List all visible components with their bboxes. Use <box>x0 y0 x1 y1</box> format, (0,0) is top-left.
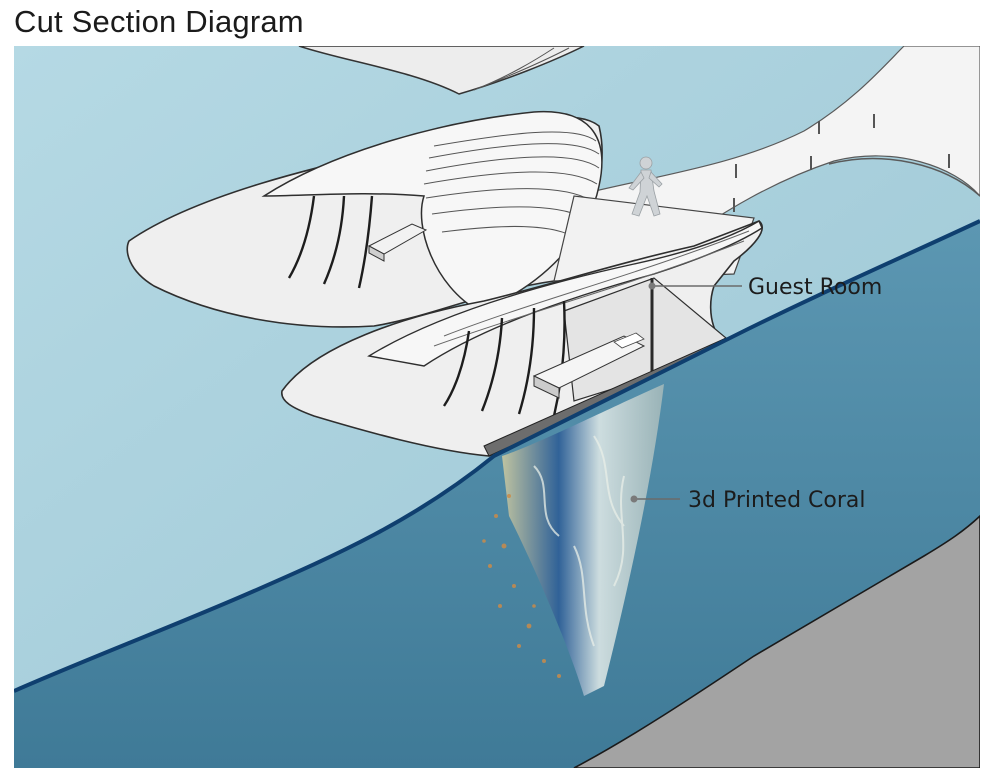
back-pod-bed <box>367 223 428 262</box>
cut-section-illustration: Guest Room 3d Printed Coral <box>14 46 980 768</box>
front-pod-shell <box>281 220 763 457</box>
person-figure <box>628 156 663 217</box>
coral-label: 3d Printed Coral <box>688 488 866 513</box>
waterline <box>14 219 980 693</box>
front-pod-frames <box>443 300 566 417</box>
front-pod-bed <box>532 332 646 399</box>
page-title: Cut Section Diagram <box>14 4 304 39</box>
guest-room-callout: Guest Room <box>648 275 882 300</box>
front-pod-roof-lines <box>433 230 750 347</box>
walkway-posts <box>733 114 950 212</box>
deep-water-section <box>14 221 980 768</box>
guest-room-label: Guest Room <box>748 275 882 300</box>
back-pod-frames <box>287 195 374 289</box>
coral-particles <box>482 494 561 678</box>
upper-pod-ribs <box>473 47 570 91</box>
front-pod-roof <box>367 219 763 367</box>
upper-pod <box>298 46 585 95</box>
seabed <box>573 514 980 768</box>
coral-column <box>502 384 664 696</box>
walkway-edge <box>828 157 980 197</box>
coral-texture <box>533 435 625 647</box>
coral-callout: 3d Printed Coral <box>630 488 866 513</box>
